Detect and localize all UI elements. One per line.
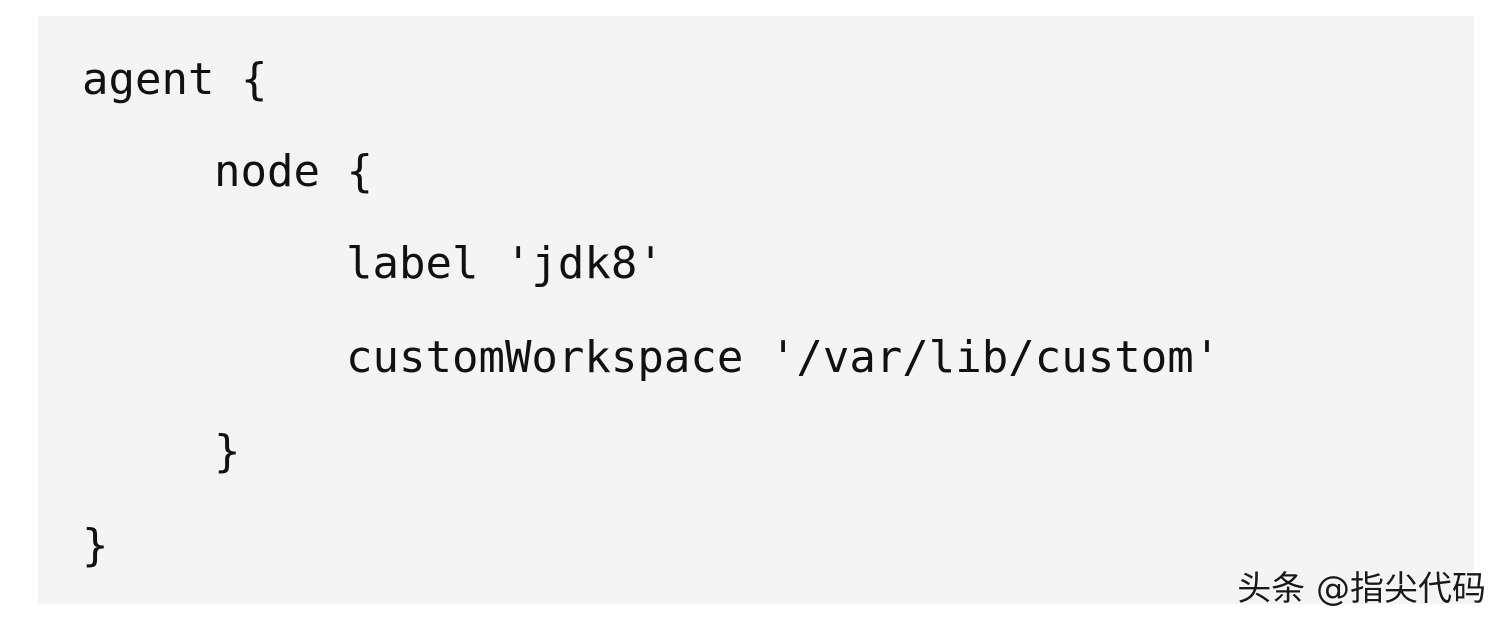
code-line-agent-close: } [82,520,109,571]
watermark: 头条 @指尖代码 [1237,569,1486,609]
code-line-node-open: node { [214,146,373,197]
code-line-custom-workspace: customWorkspace '/var/lib/custom' [346,332,1221,383]
code-block: agent { node { label 'jdk8' customWorksp… [38,16,1474,604]
code-line-agent-open: agent { [82,54,268,105]
code-line-label: label 'jdk8' [346,238,664,289]
code-line-node-close: } [214,426,241,477]
